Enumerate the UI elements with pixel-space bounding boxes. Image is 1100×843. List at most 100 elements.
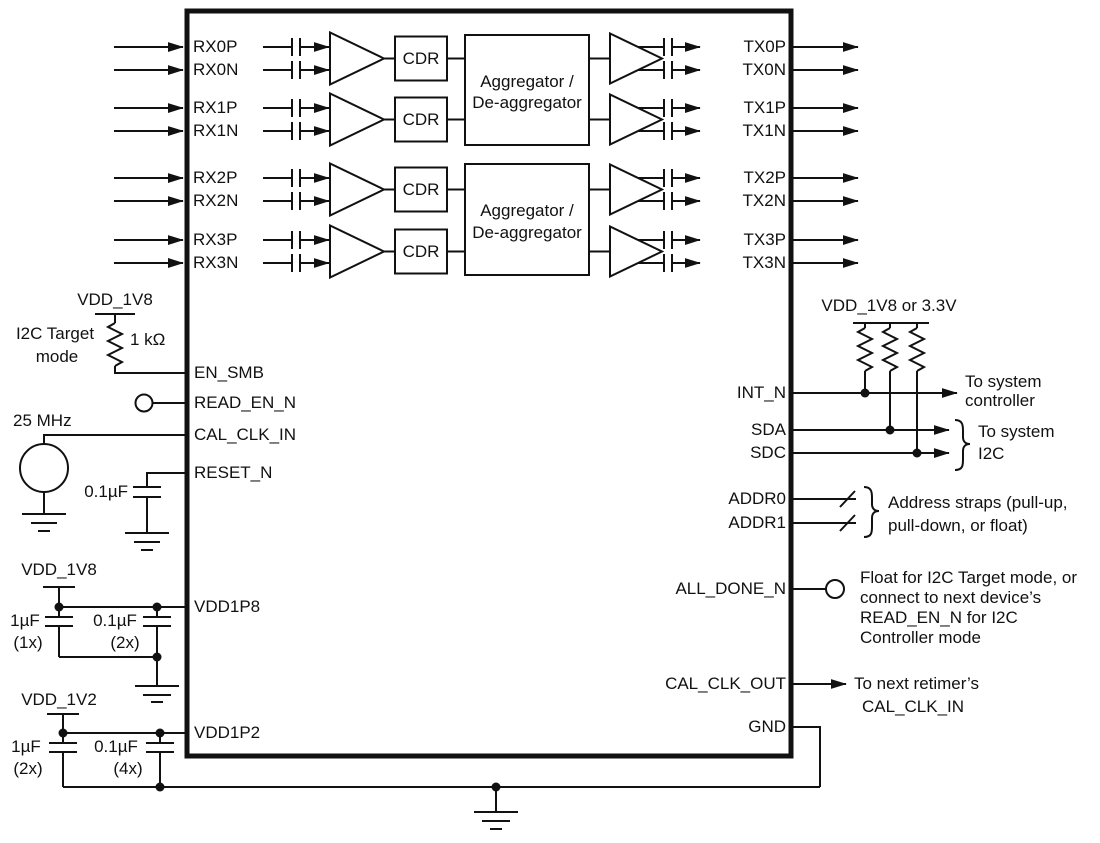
to-system-controller-line2: controller <box>965 391 1035 411</box>
aggregator-label-line1: Aggregator / <box>480 201 574 221</box>
resistor-icon <box>855 327 875 372</box>
aggregator-label-line1: Aggregator / <box>480 72 574 92</box>
pin-label-tx1n: TX1N <box>742 121 786 141</box>
pullup-rail-label: VDD_1V8 or 3.3V <box>821 296 957 316</box>
amplifier-icon <box>609 224 665 279</box>
capacitor-icon <box>133 486 161 498</box>
pin-label-read-en-n: READ_EN_N <box>194 393 297 413</box>
vdd1p8-cap2-count: (2x) <box>110 633 140 653</box>
capacitor-icon <box>45 607 73 657</box>
resistor-icon <box>907 327 927 372</box>
pin-label-tx2p: TX2P <box>743 168 786 188</box>
pin-label-tx0p: TX0P <box>743 37 786 57</box>
pin-label-vdd1p2: VDD1P2 <box>194 723 261 743</box>
all-done-note-line3: READ_EN_N for I2C <box>860 608 1018 628</box>
left-external-circuitry <box>22 313 821 830</box>
brace-icon <box>863 486 880 538</box>
resistor-icon <box>880 327 900 372</box>
pin-label-rx1p: RX1P <box>193 98 238 118</box>
cdr-block <box>394 166 448 213</box>
pin-label-addr0: ADDR0 <box>728 489 786 509</box>
strap-slash-icon <box>839 490 856 508</box>
vdd1p2-cap2-value: 0.1µF <box>94 737 138 757</box>
aggregator-block <box>464 34 590 146</box>
blocks-and-symbols <box>19 30 845 599</box>
pin-label-rx1n: RX1N <box>193 121 239 141</box>
pin-label-sda: SDA <box>751 420 786 440</box>
pin-label-all-done-n: ALL_DONE_N <box>675 579 786 599</box>
cdr-block-label: CDR <box>402 109 440 129</box>
vdd1p8-cap1-value: 1µF <box>10 611 40 631</box>
amplifier-icon <box>329 161 387 218</box>
pin-label-tx2n: TX2N <box>742 191 786 211</box>
all-done-note-line1: Float for I2C Target mode, or <box>860 568 1078 588</box>
cdr-block <box>394 96 448 143</box>
pin-label-tx3n: TX3N <box>742 253 786 273</box>
to-system-i2c-line1: To system <box>978 422 1055 442</box>
pin-label-sdc: SDC <box>750 443 786 463</box>
pin-label-vdd1p8: VDD1P8 <box>194 597 261 617</box>
pin-label-int-n: INT_N <box>736 383 786 403</box>
capacitor-icon <box>49 733 77 787</box>
all-done-note-line4: Controller mode <box>860 628 981 648</box>
vdd-1v8-rail-label: VDD_1V8 <box>21 560 97 580</box>
pin-label-tx1p: TX1P <box>743 98 786 118</box>
reset-cap-value: 0.1µF <box>84 482 128 502</box>
cdr-block <box>394 35 448 82</box>
aggregator-label-line2: De-aggregator <box>472 93 582 113</box>
capacitor-icon <box>143 607 171 657</box>
pin-label-rx2p: RX2P <box>193 168 238 188</box>
to-system-i2c-line2: I2C <box>978 444 1005 464</box>
pin-label-gnd: GND <box>748 717 786 737</box>
pullup-resistor-value: 1 kΩ <box>130 330 166 350</box>
pin-label-cal-clk-out: CAL_CLK_OUT <box>665 674 786 694</box>
ground-icon <box>474 787 518 830</box>
clock-frequency-label: 25 MHz <box>13 411 72 431</box>
pin-label-reset-n: RESET_N <box>194 463 273 483</box>
cdr-block-label: CDR <box>402 179 440 199</box>
address-straps-note-line1: Address straps (pull-up, <box>888 493 1068 513</box>
pin-label-addr1: ADDR1 <box>728 513 786 533</box>
retimer-chip-outline <box>184 8 794 759</box>
pin-label-en-smb: EN_SMB <box>194 363 264 383</box>
pin-label-tx0n: TX0N <box>742 60 786 80</box>
pin-label-tx3p: TX3P <box>743 230 786 250</box>
amplifier-icon <box>609 31 665 86</box>
pin-label-cal-clk-in: CAL_CLK_IN <box>194 425 297 445</box>
cdr-block-label: CDR <box>402 48 440 68</box>
pin-label-rx2n: RX2N <box>193 191 239 211</box>
i2c-target-mode-label-line1: I2C Target <box>15 324 95 344</box>
brace-icon <box>954 419 971 471</box>
capacitor-icon <box>146 733 174 787</box>
vdd1p2-cap2-count: (4x) <box>113 759 143 779</box>
ground-icon <box>125 532 169 551</box>
pin-label-rx0p: RX0P <box>193 37 238 57</box>
vdd1p2-cap1-count: (2x) <box>13 759 43 779</box>
cdr-block <box>394 228 448 275</box>
vdd-1v8-pullup-rail-label: VDD_1V8 <box>77 290 153 310</box>
cdr-block-label: CDR <box>402 241 440 261</box>
amplifier-icon <box>329 91 387 148</box>
clock-source-icon <box>19 443 69 493</box>
all-done-note-line2: connect to next device’s <box>860 588 1042 608</box>
address-straps-note-line2: pull-down, or float) <box>888 516 1028 536</box>
no-connect-circle-icon <box>134 393 154 413</box>
pin-label-rx0n: RX0N <box>193 60 239 80</box>
amplifier-icon <box>329 30 387 87</box>
resistor-icon <box>105 322 125 367</box>
cal-clk-note-line1: To next retimer’s <box>854 674 980 694</box>
aggregator-block <box>464 163 590 276</box>
ground-icon <box>135 685 179 703</box>
datapath-wires <box>114 38 859 272</box>
pin-label-rx3n: RX3N <box>193 253 239 273</box>
vdd1p8-cap1-count: (1x) <box>13 633 43 653</box>
vdd-1v2-rail-label: VDD_1V2 <box>21 690 97 710</box>
cal-clk-note-line2: CAL_CLK_IN <box>862 697 965 717</box>
to-system-controller-line1: To system <box>965 372 1042 392</box>
aggregator-label-line2: De-aggregator <box>472 223 582 243</box>
vdd1p2-cap1-value: 1µF <box>11 737 41 757</box>
vdd1p8-cap2-value: 0.1µF <box>93 611 137 631</box>
ground-icon <box>22 513 66 532</box>
